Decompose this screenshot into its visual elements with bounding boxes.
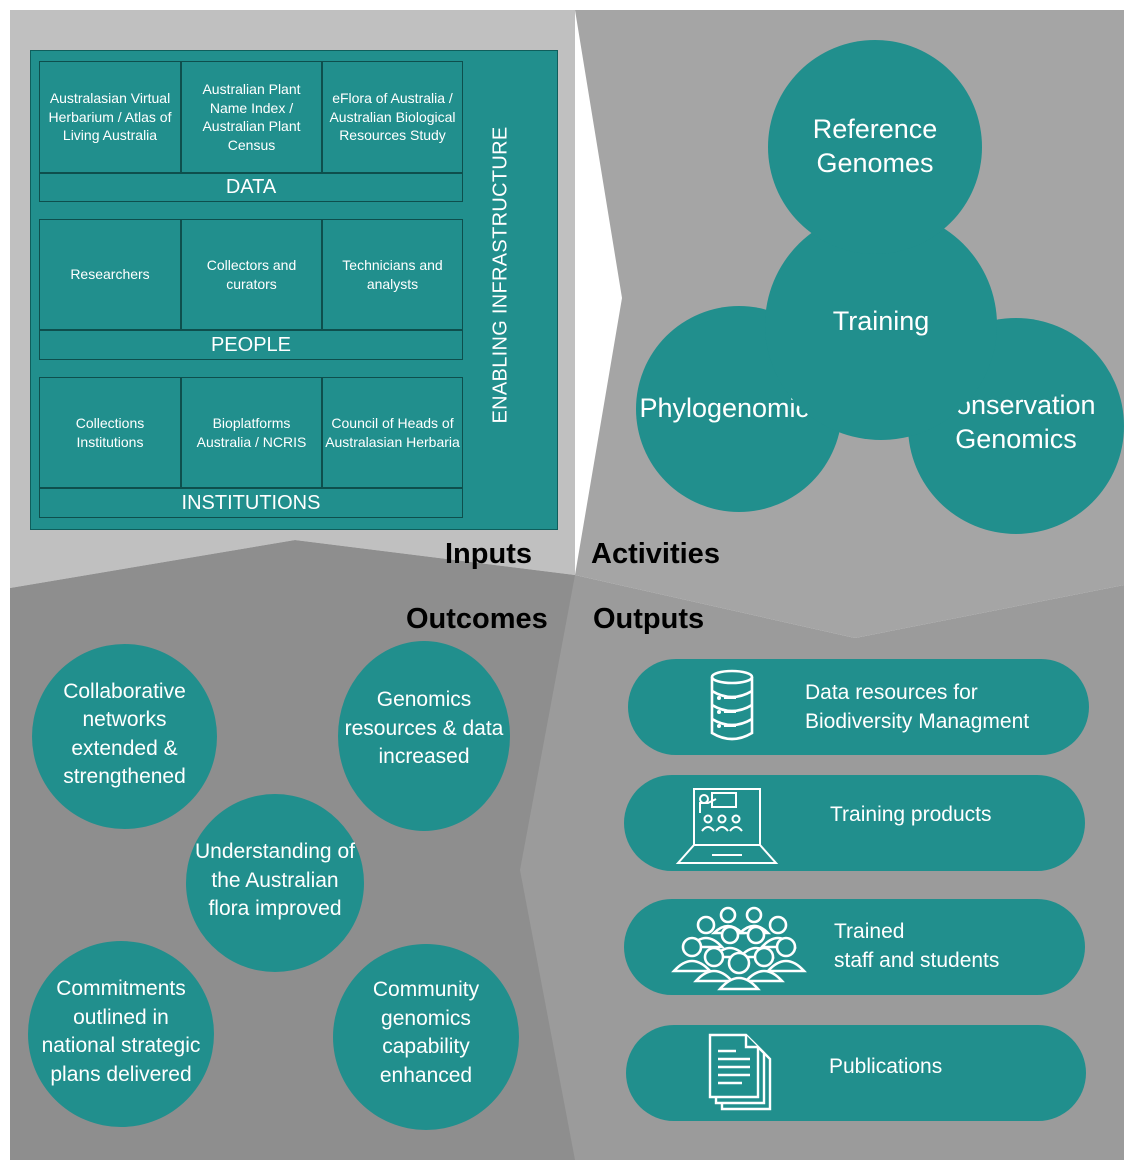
people-cell-collectors: Collectors and curators <box>181 219 322 330</box>
people-group-title: PEOPLE <box>39 330 463 360</box>
institutions-group-title: INSTITUTIONS <box>39 488 463 518</box>
data-cell-avh: Australasian Virtual Herbarium / Atlas o… <box>39 61 181 173</box>
laptop-presentation-icon <box>675 788 779 864</box>
people-cell-technicians: Technicians and analysts <box>322 219 463 330</box>
outcome-commitments-delivered: Commitments outlined in national strateg… <box>28 941 214 1127</box>
people-cell-researchers: Researchers <box>39 219 181 330</box>
outcome-collaborative-networks-label: Collaborative networks extended & streng… <box>63 679 186 789</box>
enabling-infrastructure-label: ENABLING INFRASTRUCTURE <box>489 126 512 424</box>
outcome-collaborative-networks: Collaborative networks extended & streng… <box>32 644 217 829</box>
activity-reference-genomes: Reference Genomes <box>768 40 982 254</box>
data-group-title: DATA <box>39 173 463 202</box>
institutions-cell-collections: Collections Institutions <box>39 377 181 488</box>
data-cell-eflora: eFlora of Australia / Australian Biologi… <box>322 61 463 173</box>
enabling-infrastructure-panel: Australasian Virtual Herbarium / Atlas o… <box>30 50 558 530</box>
output-data-resources-label: Data resources for Biodiversity Managmen… <box>805 681 1030 733</box>
group-of-people-icon <box>671 906 807 991</box>
institutions-cell-chah: Council of Heads of Australasian Herbari… <box>322 377 463 488</box>
outcome-community-capability-label: Community genomics capability enhanced <box>372 978 480 1087</box>
outcome-commitments-delivered-label: Commitments outlined in national strateg… <box>41 977 201 1086</box>
outcome-understanding-flora: Understanding of the Australian flora im… <box>186 794 364 972</box>
output-publications-label: Publications <box>829 1055 943 1078</box>
output-trained-people-label: Trained staff and students <box>834 920 1000 972</box>
outcome-community-capability: Community genomics capability enhanced <box>333 944 519 1130</box>
output-training-products: Training products <box>624 775 1085 871</box>
outcomes-heading: Outcomes <box>406 603 548 635</box>
output-data-resources: Data resources for Biodiversity Managmen… <box>628 659 1089 755</box>
institutions-cell-bioplatforms: Bioplatforms Australia / NCRIS <box>181 377 322 488</box>
outcome-understanding-flora-label: Understanding of the Australian flora im… <box>195 840 355 921</box>
activity-training-label: Training <box>832 306 930 336</box>
outcome-genomics-resources-label: Genomics resources & data increased <box>344 688 504 769</box>
outputs-heading: Outputs <box>593 603 705 635</box>
activity-reference-genomes-label: Reference Genomes <box>812 114 938 178</box>
database-icon <box>710 669 754 741</box>
inputs-heading: Inputs <box>445 538 532 570</box>
output-trained-people: Trained staff and students <box>624 899 1085 995</box>
output-publications: Publications <box>626 1025 1086 1121</box>
outcome-genomics-resources: Genomics resources & data increased <box>338 641 510 831</box>
documents-icon <box>708 1033 772 1111</box>
output-training-products-label: Training products <box>830 803 992 826</box>
data-cell-apni: Australian Plant Name Index / Australian… <box>181 61 322 173</box>
activities-heading: Activities <box>591 538 720 570</box>
